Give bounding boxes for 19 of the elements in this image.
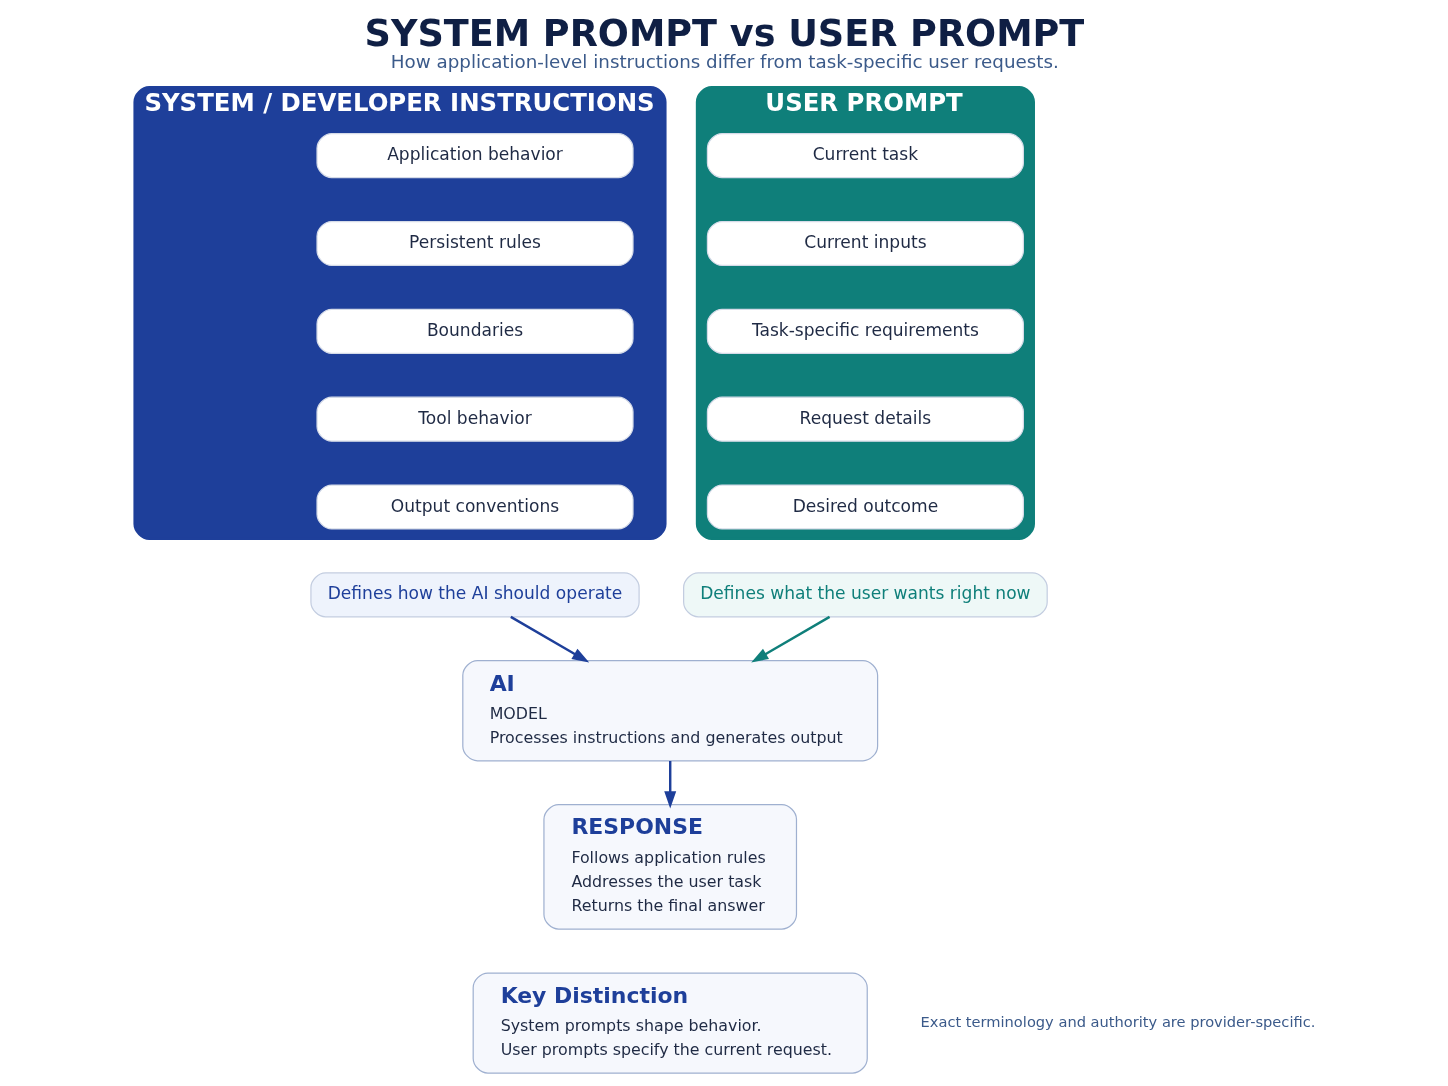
node-box: RESPONSE Follows application rules Addresses the user task Returns the final answer [542, 804, 797, 930]
node-box: Tool behavior [315, 396, 634, 442]
node-box: Defines what the user wants right now [682, 572, 1048, 618]
node-box: Key Distinction System prompts shape behavior. User prompts specify the current request. [472, 972, 868, 1074]
node-box: Boundaries [315, 308, 634, 354]
node-box: Desired outcome [706, 484, 1024, 530]
node-box: Current inputs [706, 220, 1024, 267]
node-box: AI MODEL Processes instructions and generates output [461, 660, 878, 762]
arrow [750, 615, 830, 663]
node-box: Request details [706, 396, 1024, 442]
node-box: Application behavior [315, 133, 634, 179]
arrow [663, 761, 676, 809]
node-box: Current task [706, 133, 1024, 179]
label: Exact terminology and authority are provider-specific. [920, 1012, 1315, 1030]
node-box: Output conventions [315, 484, 634, 530]
node-box: Persistent rules [315, 220, 634, 267]
node-box: Defines how the AI should operate [309, 572, 640, 618]
node-box: Task-specific requirements [706, 308, 1024, 354]
arrow [509, 615, 589, 663]
